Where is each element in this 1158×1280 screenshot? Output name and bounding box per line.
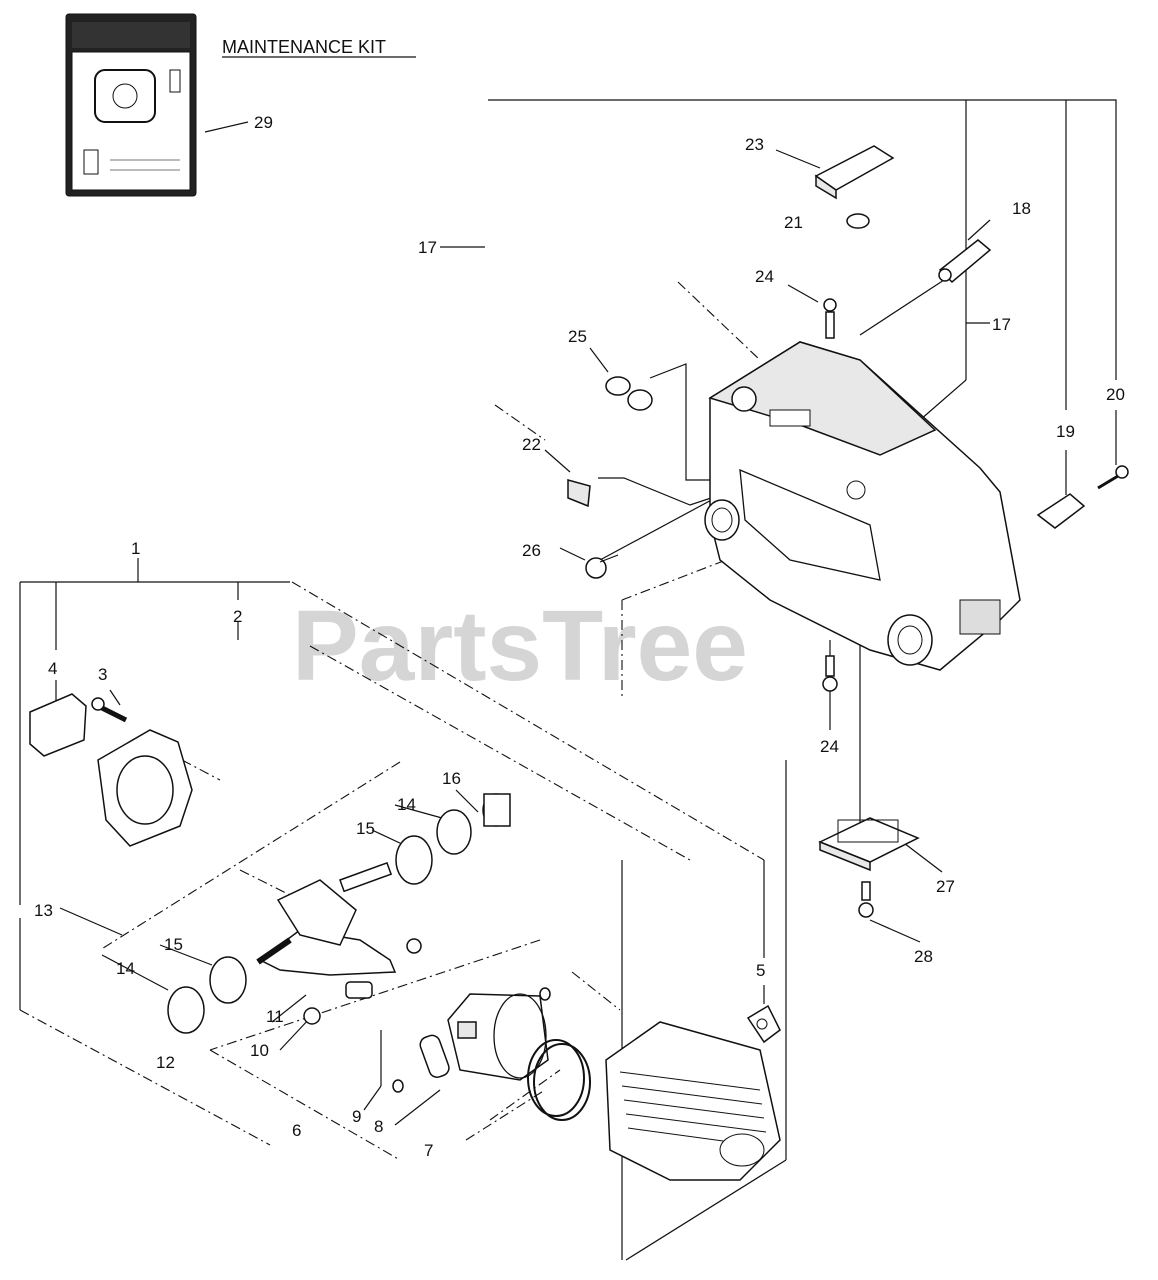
callout-27: 27 <box>936 877 955 896</box>
part-23-clip[interactable] <box>814 145 895 200</box>
callout-16: 16 <box>442 769 461 788</box>
part-10-washer[interactable] <box>303 1007 321 1025</box>
callout-10: 10 <box>250 1041 269 1060</box>
callout-23: 23 <box>745 135 764 154</box>
crankcase-housing[interactable] <box>704 341 1021 671</box>
part-14-seal-upper[interactable] <box>436 809 472 855</box>
part-21-grommet[interactable] <box>846 213 870 229</box>
callout-1: 1 <box>131 539 140 558</box>
callout-14b: 14 <box>116 959 135 978</box>
leader-lines <box>19 99 1117 1261</box>
part-16-seal[interactable] <box>482 793 511 827</box>
part-24-bolt-upper[interactable] <box>823 298 837 339</box>
part-27-tank-base[interactable] <box>818 817 920 872</box>
callout-26: 26 <box>522 541 541 560</box>
part-4-gasket[interactable] <box>29 693 87 757</box>
callout-21: 21 <box>784 213 803 232</box>
callout-9: 9 <box>352 1107 361 1126</box>
part-20-screw[interactable] <box>1097 465 1129 490</box>
callout-24a: 24 <box>755 267 774 286</box>
callout-6: 6 <box>292 1121 301 1140</box>
callout-labels: 29 23 21 18 17 17 24 25 20 19 22 26 1 2 … <box>34 113 1125 1160</box>
callout-15a: 15 <box>356 819 375 838</box>
part-9-circlip-upper[interactable] <box>539 987 551 1001</box>
part-22-pad[interactable] <box>567 479 591 508</box>
dashed-alignment-lines <box>19 281 831 1161</box>
callout-4: 4 <box>48 659 57 678</box>
part-13-crankshaft[interactable] <box>256 861 397 976</box>
maintenance-kit-title: MAINTENANCE KIT <box>222 37 386 57</box>
callout-18: 18 <box>1012 199 1031 218</box>
part-2-intake-housing[interactable] <box>97 729 193 847</box>
callout-24b: 24 <box>820 737 839 756</box>
part-24-bolt-lower[interactable] <box>822 655 838 692</box>
callout-15b: 15 <box>164 935 183 954</box>
part-15-bearing-lower[interactable] <box>209 956 247 1004</box>
watermark-text: PartsTree <box>292 590 748 702</box>
part-5-gasket[interactable] <box>746 1004 781 1044</box>
callout-25: 25 <box>568 327 587 346</box>
callout-11: 11 <box>266 1007 284 1026</box>
maintenance-kit-package[interactable] <box>65 13 197 197</box>
callout-13: 13 <box>34 901 53 920</box>
cylinder[interactable] <box>605 1021 781 1181</box>
callout-28: 28 <box>914 947 933 966</box>
part-15-bearing-upper[interactable] <box>395 835 433 885</box>
part-26-screw[interactable] <box>585 554 619 579</box>
callout-17b: 17 <box>992 315 1011 334</box>
part-3-bolt[interactable] <box>91 697 128 723</box>
callout-7: 7 <box>424 1141 433 1160</box>
part-9-circlip[interactable] <box>392 1079 404 1093</box>
callout-17a: 17 <box>418 238 437 257</box>
part-25-plug[interactable] <box>605 376 653 411</box>
part-7-piston-rings[interactable] <box>527 1039 591 1121</box>
callout-5: 5 <box>756 961 765 980</box>
part-18-fitting[interactable] <box>938 239 992 284</box>
callout-2: 2 <box>233 607 242 626</box>
part-10-washer-upper[interactable] <box>406 938 422 954</box>
callout-8: 8 <box>374 1117 383 1136</box>
part-19-clip[interactable] <box>1036 493 1086 529</box>
callout-14a: 14 <box>397 795 416 814</box>
part-11-needle-bearing[interactable] <box>345 981 373 999</box>
callout-20: 20 <box>1106 385 1125 404</box>
part-14-seal-lower[interactable] <box>167 986 205 1034</box>
part-8-piston-pin[interactable] <box>418 1033 451 1079</box>
part-6-piston[interactable] <box>447 993 549 1081</box>
callout-12: 12 <box>156 1053 175 1072</box>
callout-22: 22 <box>522 435 541 454</box>
part-28-bolt[interactable] <box>858 881 874 918</box>
callout-29: 29 <box>254 113 273 132</box>
callout-19: 19 <box>1056 422 1075 441</box>
callout-3: 3 <box>98 665 107 684</box>
